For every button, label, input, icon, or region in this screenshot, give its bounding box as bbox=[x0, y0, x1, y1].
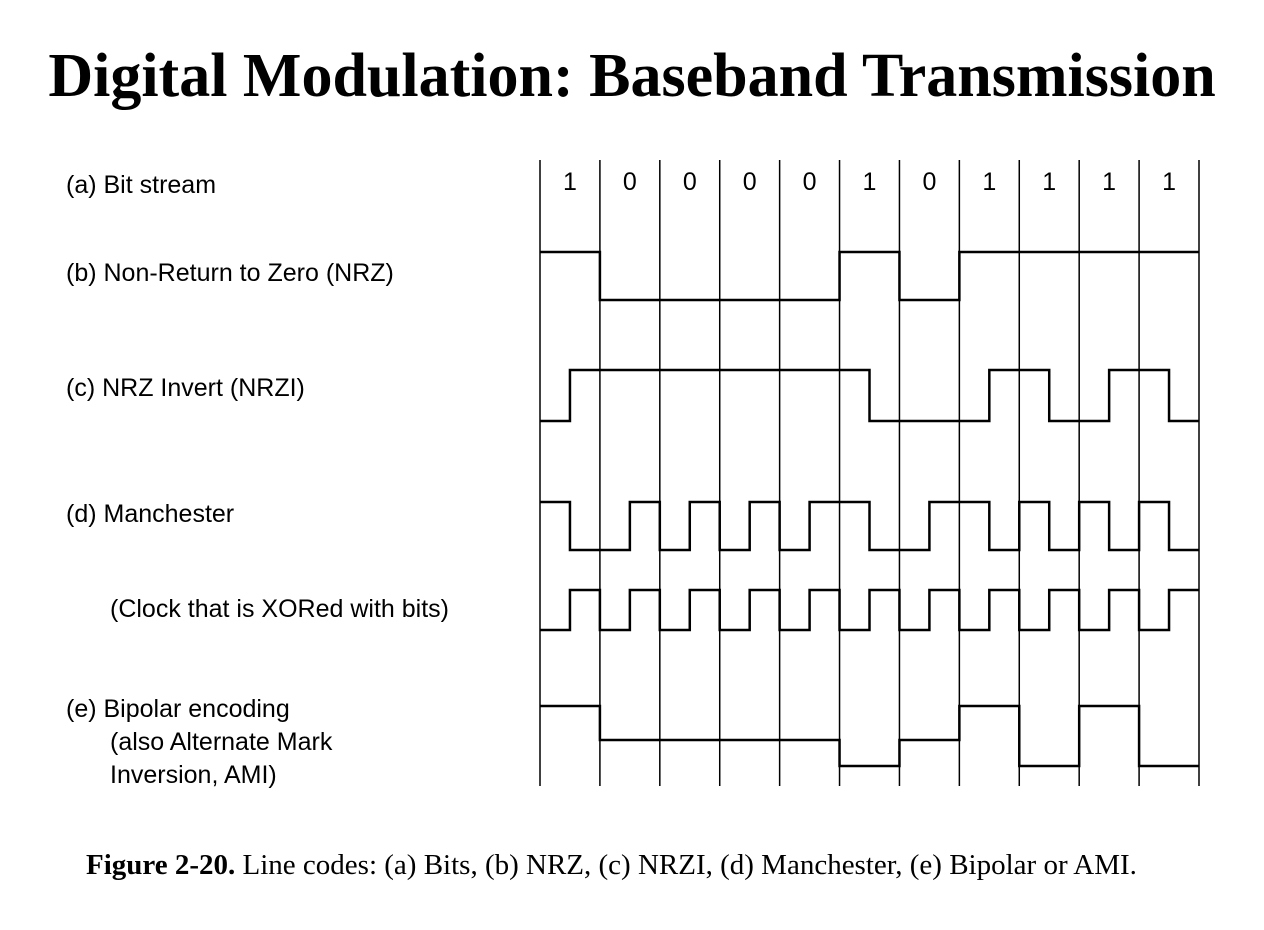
bit-value-label: 1 bbox=[1042, 168, 1056, 196]
label-bit-stream: (a) Bit stream bbox=[66, 171, 217, 199]
bit-value-label: 0 bbox=[683, 168, 697, 196]
label-nrzi: (c) NRZ Invert (NRZI) bbox=[66, 374, 305, 402]
clock-waveform bbox=[540, 588, 1199, 632]
label-clock-text: (Clock that is XORed with bits) bbox=[110, 595, 449, 623]
label-bipolar-line1: (e) Bipolar encoding bbox=[66, 695, 290, 723]
bit-boundary-lines bbox=[539, 160, 1200, 786]
bit-value-labels: 1 0 0 0 0 1 0 1 1 1 1 bbox=[563, 168, 1176, 196]
bit-value-label: 0 bbox=[922, 168, 936, 196]
label-bipolar: (e) Bipolar encoding (also Alternate Mar… bbox=[66, 693, 332, 792]
bit-value-label: 1 bbox=[563, 168, 577, 196]
label-bipolar-line2: (also Alternate Mark bbox=[110, 728, 333, 756]
bit-value-label: 1 bbox=[1162, 168, 1176, 196]
label-nrz: (b) Non-Return to Zero (NRZ) bbox=[66, 259, 394, 287]
manchester-waveform bbox=[540, 500, 1199, 552]
caption-text: Line codes: (a) Bits, (b) NRZ, (c) NRZI,… bbox=[242, 849, 1137, 881]
nrz-waveform bbox=[540, 250, 1199, 302]
caption-label: Figure 2-20. bbox=[86, 849, 236, 881]
label-bipolar-line3: Inversion, AMI) bbox=[110, 761, 277, 789]
bit-value-label: 1 bbox=[863, 168, 877, 196]
label-clock: (Clock that is XORed with bits) bbox=[66, 593, 449, 626]
bit-value-label: 0 bbox=[623, 168, 637, 196]
waveforms bbox=[540, 250, 1199, 768]
bipolar-waveform bbox=[540, 704, 1199, 768]
bit-value-label: 0 bbox=[743, 168, 757, 196]
bit-value-label: 0 bbox=[803, 168, 817, 196]
figure-caption: Figure 2-20. Line codes: (a) Bits, (b) N… bbox=[86, 846, 1196, 884]
bit-value-label: 1 bbox=[1102, 168, 1116, 196]
nrzi-waveform bbox=[540, 368, 1199, 423]
label-manchester: (d) Manchester bbox=[66, 500, 235, 528]
slide-title: Digital Modulation: Baseband Transmissio… bbox=[48, 42, 1216, 110]
bit-value-label: 1 bbox=[982, 168, 996, 196]
